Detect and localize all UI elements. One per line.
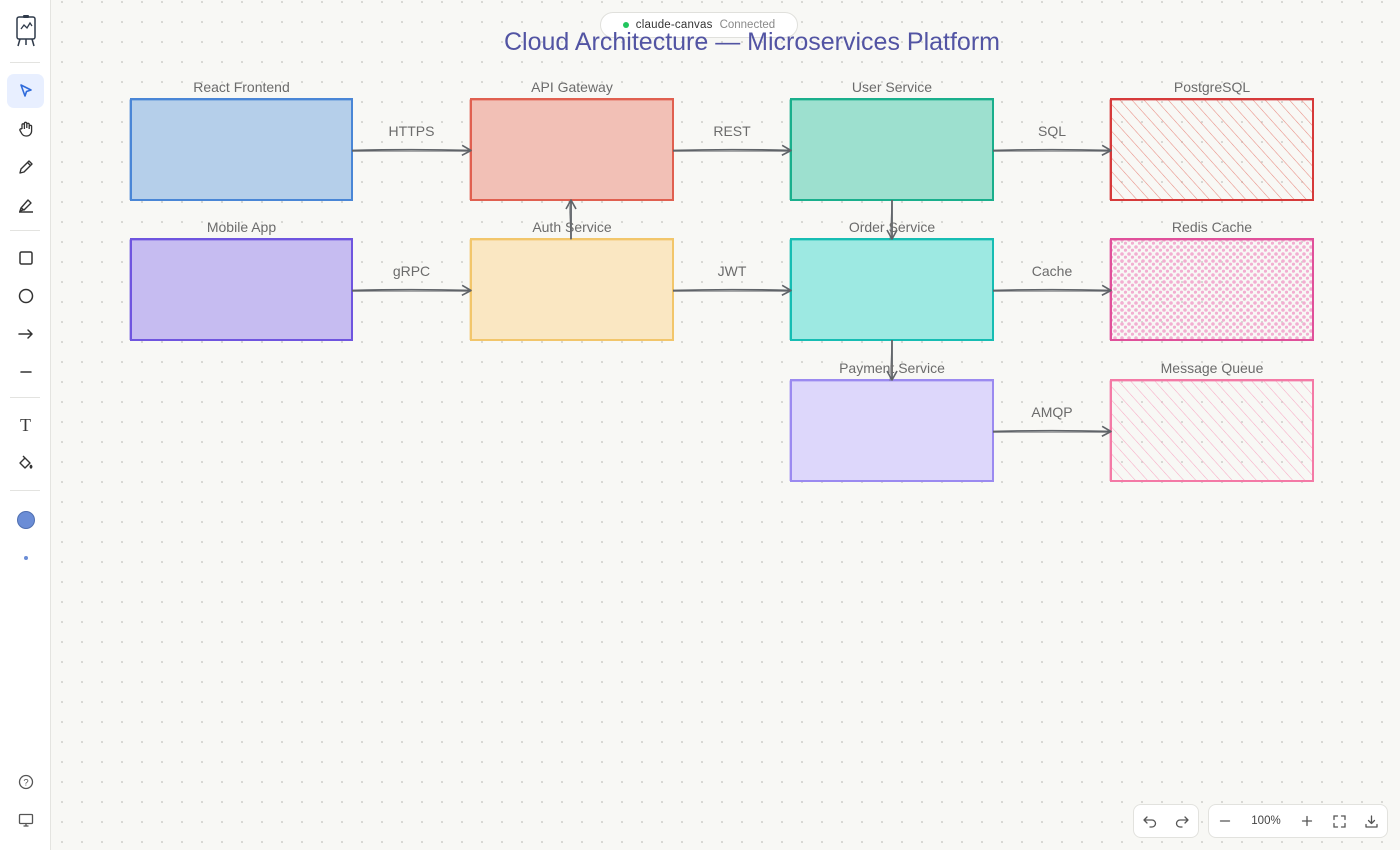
monitor-icon xyxy=(18,813,33,827)
line-icon xyxy=(19,371,32,373)
node-label-auth: Auth Service xyxy=(532,219,612,235)
select-tool-button[interactable] xyxy=(7,74,44,108)
history-controls xyxy=(1133,804,1199,838)
edge-label-user-postgres: SQL xyxy=(1037,122,1066,139)
edge-label-order-redis: Cache xyxy=(1031,262,1073,279)
node-label-postgres: PostgreSQL xyxy=(1173,79,1251,95)
zoom-in-button[interactable] xyxy=(1291,805,1323,837)
hand-tool-button[interactable] xyxy=(7,112,44,146)
node-payment[interactable] xyxy=(789,379,994,482)
highlighter-tool-button[interactable] xyxy=(7,188,44,222)
redo-icon xyxy=(1175,816,1189,828)
connection-state: Connected xyxy=(719,19,776,31)
edge-user-order[interactable] xyxy=(886,199,898,241)
connection-status: claude-canvas Connected xyxy=(600,12,798,38)
ellipse-tool-button[interactable] xyxy=(7,279,44,313)
node-gateway[interactable] xyxy=(469,98,674,201)
toolbar-divider xyxy=(10,397,40,398)
download-icon xyxy=(1364,814,1378,828)
edge-react-gateway[interactable] xyxy=(351,144,472,156)
edge-order-payment[interactable] xyxy=(886,339,898,382)
node-label-redis: Redis Cache xyxy=(1171,219,1253,235)
node-user[interactable] xyxy=(789,98,994,201)
edge-payment-mq[interactable] xyxy=(992,425,1112,437)
node-label-order: Order Service xyxy=(848,219,936,235)
toolbar-sidebar: T ? xyxy=(0,0,51,850)
text-icon: T xyxy=(20,415,31,435)
edge-mobile-auth[interactable] xyxy=(351,284,472,296)
rectangle-icon xyxy=(18,251,33,265)
stroke-size-button[interactable] xyxy=(7,541,44,575)
fullscreen-icon xyxy=(1332,814,1346,828)
node-label-payment: Payment Service xyxy=(839,360,945,376)
redo-button[interactable] xyxy=(1166,805,1198,837)
toolbar-divider xyxy=(10,62,40,63)
node-label-mq: Message Queue xyxy=(1160,360,1264,376)
edge-gateway-user[interactable] xyxy=(672,144,792,156)
paint-bucket-icon xyxy=(18,455,32,469)
node-label-user: User Service xyxy=(851,79,933,95)
node-mq[interactable] xyxy=(1109,379,1314,482)
arrow-tool-button[interactable] xyxy=(7,317,44,351)
help-button[interactable]: ? xyxy=(7,765,44,799)
cursor-icon xyxy=(19,84,32,97)
zoom-controls: 100% xyxy=(1208,804,1388,838)
export-button[interactable] xyxy=(1355,805,1387,837)
zoom-out-button[interactable] xyxy=(1209,805,1241,837)
color-picker-button[interactable] xyxy=(7,503,44,537)
easel-logo-icon xyxy=(7,14,44,48)
svg-text:?: ? xyxy=(23,778,28,789)
edge-label-react-gateway: HTTPS xyxy=(388,122,435,139)
help-icon: ? xyxy=(18,774,33,790)
edge-label-gateway-user: REST xyxy=(713,122,751,139)
edge-label-auth-order: JWT xyxy=(717,262,747,279)
text-tool-button[interactable]: T xyxy=(7,408,44,442)
pencil-tool-button[interactable] xyxy=(7,150,44,184)
hand-icon xyxy=(18,121,32,137)
node-order[interactable] xyxy=(789,238,994,341)
node-mobile[interactable] xyxy=(129,238,353,341)
display-settings-button[interactable] xyxy=(7,803,44,837)
node-redis[interactable] xyxy=(1109,238,1314,341)
color-swatch-icon xyxy=(16,511,35,529)
node-label-mobile: Mobile App xyxy=(206,219,277,235)
circle-icon xyxy=(18,288,33,304)
canvas-title[interactable]: Cloud Architecture — Microservices Platf… xyxy=(504,28,1000,56)
highlighter-icon xyxy=(18,199,33,213)
undo-button[interactable] xyxy=(1134,805,1166,837)
rectangle-tool-button[interactable] xyxy=(7,241,44,275)
edge-order-redis[interactable] xyxy=(992,284,1112,296)
node-auth[interactable] xyxy=(469,238,674,341)
edge-label-mobile-auth: gRPC xyxy=(392,262,431,279)
node-label-react: React Frontend xyxy=(193,79,290,95)
fit-to-screen-button[interactable] xyxy=(1323,805,1355,837)
line-tool-button[interactable] xyxy=(7,355,44,389)
workspace-name: claude-canvas xyxy=(635,19,713,31)
fill-tool-button[interactable] xyxy=(7,446,44,480)
toolbar-divider xyxy=(10,490,40,491)
node-label-gateway: API Gateway xyxy=(531,79,613,95)
plus-icon xyxy=(1301,815,1313,827)
toolbar-divider xyxy=(10,230,40,231)
edge-auth-gateway[interactable] xyxy=(565,199,577,241)
node-react[interactable] xyxy=(129,98,353,201)
undo-icon xyxy=(1143,816,1157,828)
arrow-icon xyxy=(17,329,33,339)
connected-dot-icon xyxy=(622,22,629,28)
zoom-level[interactable]: 100% xyxy=(1251,815,1281,827)
edge-label-payment-mq: AMQP xyxy=(1031,403,1073,420)
node-postgres[interactable] xyxy=(1109,98,1314,201)
edge-user-postgres[interactable] xyxy=(992,144,1112,156)
pencil-icon xyxy=(18,160,33,174)
stroke-size-dot-icon xyxy=(23,556,28,560)
minus-icon xyxy=(1219,820,1231,822)
edge-auth-order[interactable] xyxy=(672,284,792,296)
